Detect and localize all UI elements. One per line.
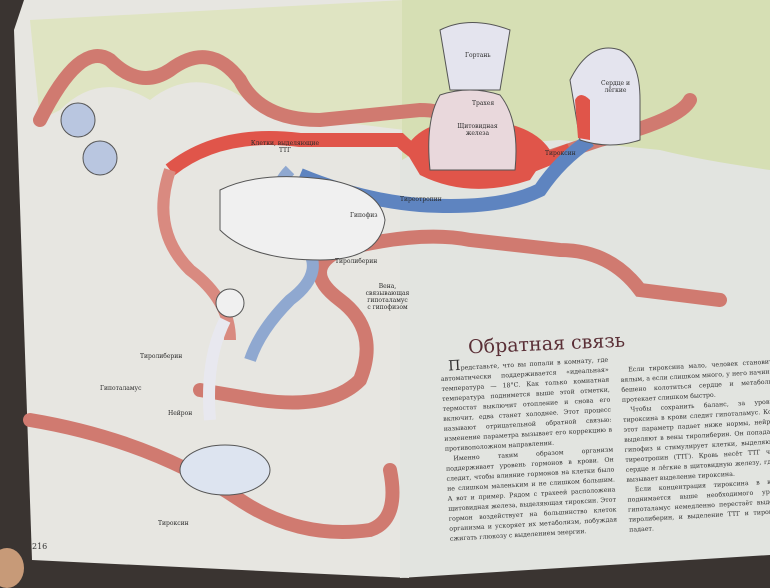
- neuron-body: [179, 444, 271, 496]
- label-heart-lungs: Сердце и лёгкие: [601, 80, 630, 94]
- paragraph: Чтобы сохранить баланс, за уровнем тирок…: [622, 398, 770, 484]
- eye-1: [60, 102, 96, 138]
- pituitary: [219, 176, 386, 261]
- thyroid-gland: [428, 89, 517, 171]
- paragraph: Если концентрация тироксина в крови подн…: [627, 477, 770, 534]
- label-trachea: Трахея: [472, 100, 495, 107]
- larynx: [439, 22, 511, 91]
- label-ttg-cells: Клетки, выделяющие ТТГ: [250, 140, 320, 154]
- label-larynx: Гортань: [465, 52, 491, 59]
- paragraph: Именно таким образом организм поддержива…: [445, 446, 618, 543]
- label-thyroliberin-2: Тиролиберин: [140, 353, 183, 360]
- label-hypothalamus: Гипоталамус: [100, 385, 142, 392]
- label-thyroxine-right: Тироксин: [545, 150, 576, 157]
- label-thyroid: Щитовидная железа: [457, 123, 498, 137]
- label-thyroliberin-1: Тиролиберин: [335, 258, 378, 265]
- label-neuron: Нейрон: [168, 410, 193, 417]
- text-column-2: Если тироксина мало, человек становится …: [620, 357, 770, 536]
- label-thyrotropin: Тиреотропин: [400, 196, 442, 203]
- text-column-1: Представьте, что вы попали в комнату, гд…: [440, 353, 618, 545]
- eye-2: [82, 140, 118, 176]
- label-pituitary: Гипофиз: [350, 212, 378, 219]
- paragraph: Представьте, что вы попали в комнату, гд…: [440, 356, 613, 453]
- label-portal-vein: Вена, связывающая гипоталамус с гипофизо…: [365, 283, 410, 311]
- page-number: 216: [32, 542, 48, 551]
- label-thyroxine-left: Тироксин: [158, 520, 189, 527]
